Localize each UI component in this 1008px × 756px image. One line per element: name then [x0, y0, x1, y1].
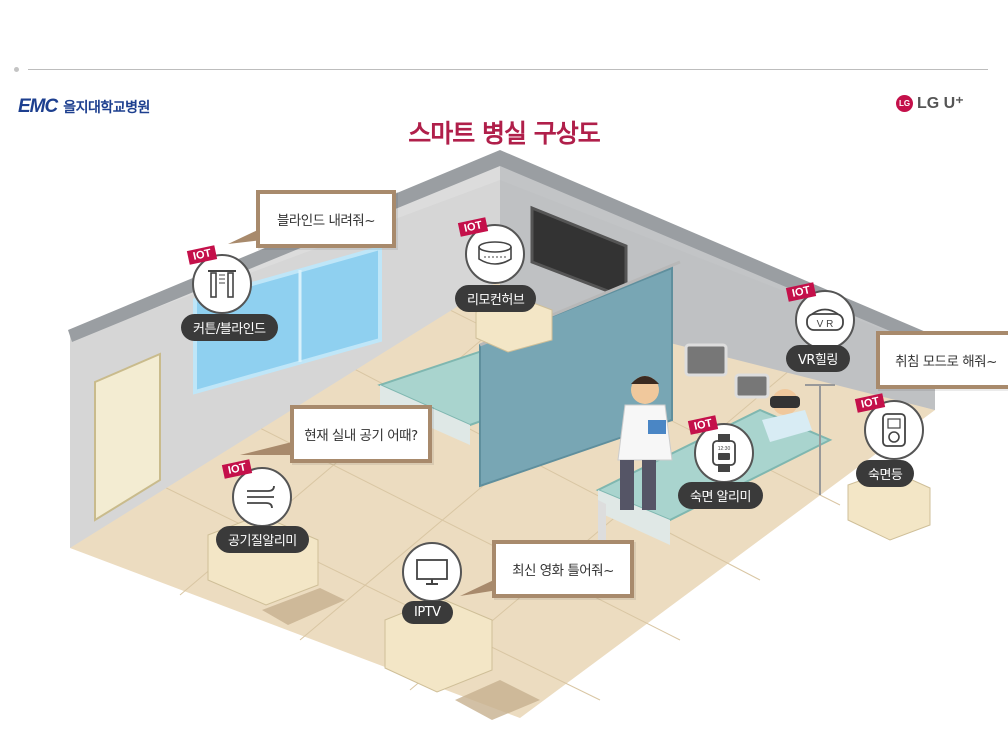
smartwatch-icon: 12:30 — [712, 434, 736, 472]
remote-hub-icon — [478, 241, 512, 265]
curtain-blind-icon — [208, 270, 236, 298]
device-remote-hub[interactable] — [465, 224, 525, 284]
device-curtain-blind[interactable] — [192, 254, 252, 314]
device-label: 리모컨허브 — [455, 285, 537, 312]
device-sleep-watch[interactable]: 12:30 — [694, 423, 754, 483]
svg-text:12:30: 12:30 — [718, 446, 731, 452]
header-dot — [14, 67, 19, 72]
device-label: 숙면 알리미 — [678, 482, 763, 509]
door — [94, 352, 161, 522]
lgu-logo-text: LG U⁺ — [917, 95, 964, 112]
device-sleep-light[interactable] — [864, 400, 924, 460]
hospital-name: 을지대학교병원 — [63, 100, 150, 116]
patient-monitor — [684, 343, 728, 377]
vr-headset-icon: V R — [806, 308, 844, 331]
device-label: IPTV — [402, 601, 453, 624]
air-quality-icon — [247, 485, 275, 509]
rug-left — [262, 588, 345, 625]
header-rule — [28, 69, 988, 70]
speech-bubble-air: 현재 실내 공기 어때? — [290, 405, 432, 463]
emc-logo: EMC 을지대학교병원 — [18, 96, 150, 118]
device-iptv[interactable] — [402, 542, 462, 602]
device-label: 커튼/블라인드 — [181, 314, 278, 341]
speech-bubble-sleep: 취침 모드로 해줘~ — [876, 331, 1008, 389]
lgu-logo: LG LG U⁺ — [896, 93, 964, 113]
speech-bubble-blind: 블라인드 내려줘~ — [256, 190, 396, 248]
rug-center — [455, 680, 540, 720]
page-title: 스마트 병실 구상도 — [408, 119, 600, 148]
device-label: VR힐링 — [786, 345, 850, 372]
doctor-body — [617, 404, 673, 461]
device-vr[interactable]: V R — [795, 290, 855, 350]
device-label: 공기질알리미 — [216, 526, 309, 553]
device-label: 숙면등 — [856, 460, 915, 487]
tv-icon — [416, 559, 448, 585]
window — [193, 245, 382, 395]
svg-text:V R: V R — [817, 319, 834, 330]
sleep-light-icon — [882, 413, 906, 447]
speech-bubble-movie: 최신 영화 틀어줘~ — [492, 540, 634, 598]
device-air-quality[interactable] — [232, 467, 292, 527]
emc-logo-mark: EMC — [18, 96, 58, 117]
lg-logo-mark: LG — [896, 94, 913, 112]
